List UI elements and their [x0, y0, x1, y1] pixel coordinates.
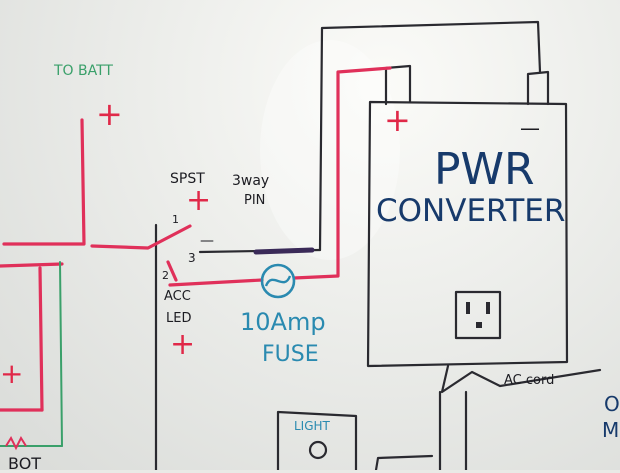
switch-pin-2-wire	[166, 260, 178, 282]
outlet-icon	[454, 290, 502, 340]
to-batt-label: TO BATT	[54, 63, 113, 79]
outlet-slots	[466, 302, 490, 328]
bottom-left-partial-label: BOT	[8, 454, 42, 473]
fuse-to-converter-wire	[168, 278, 264, 287]
led-plus: +	[170, 327, 196, 362]
converter-plus: +	[384, 101, 411, 139]
spst-label: SPST	[170, 171, 205, 187]
light-box	[276, 410, 358, 470]
glare	[260, 40, 400, 260]
right-edge-top-partial: O	[604, 392, 620, 416]
left-plus: +	[0, 357, 24, 390]
fuse-symbol	[260, 263, 296, 299]
converter-minus: —	[520, 116, 540, 140]
pin-2-label: 2	[162, 269, 169, 282]
battery-to-switch-wire	[90, 224, 192, 250]
ground-wire-top	[318, 20, 542, 252]
lower-box	[374, 454, 434, 470]
batt-plus: +	[96, 95, 123, 133]
positive-terminal	[384, 64, 412, 106]
pin-label: PIN	[244, 193, 266, 208]
pin-3-label: 3	[188, 251, 196, 265]
three-way-label: 3way	[232, 173, 270, 189]
green-ground-vertical	[59, 261, 63, 447]
switch-minus: —	[200, 233, 214, 249]
left-red-vertical	[38, 266, 44, 412]
converter-label: CONVERTER	[376, 193, 566, 229]
fuse-label: FUSE	[262, 342, 319, 367]
acc-label: ACC	[164, 289, 191, 304]
battery-positive-wire	[2, 118, 86, 246]
switch-to-fuse-bar	[253, 247, 315, 255]
converter-feed-wire	[292, 66, 392, 280]
pin-1-label: 1	[172, 213, 179, 226]
pwr-label: PWR	[434, 144, 535, 195]
left-red-hline	[0, 262, 64, 268]
negative-terminal	[526, 70, 550, 106]
ac-cord-wire	[440, 364, 602, 394]
ac-cord-label: AC cord	[504, 373, 555, 388]
converter-box	[366, 100, 569, 368]
ten-amp-label: 10Amp	[240, 308, 326, 336]
light-bulb-symbol	[308, 440, 328, 460]
right-edge-bottom-partial: M	[602, 418, 620, 442]
light-label: LIGHT	[294, 419, 330, 433]
led-label: LED	[166, 311, 192, 326]
ground-squiggle	[5, 435, 27, 451]
switch-plus: +	[186, 183, 212, 218]
